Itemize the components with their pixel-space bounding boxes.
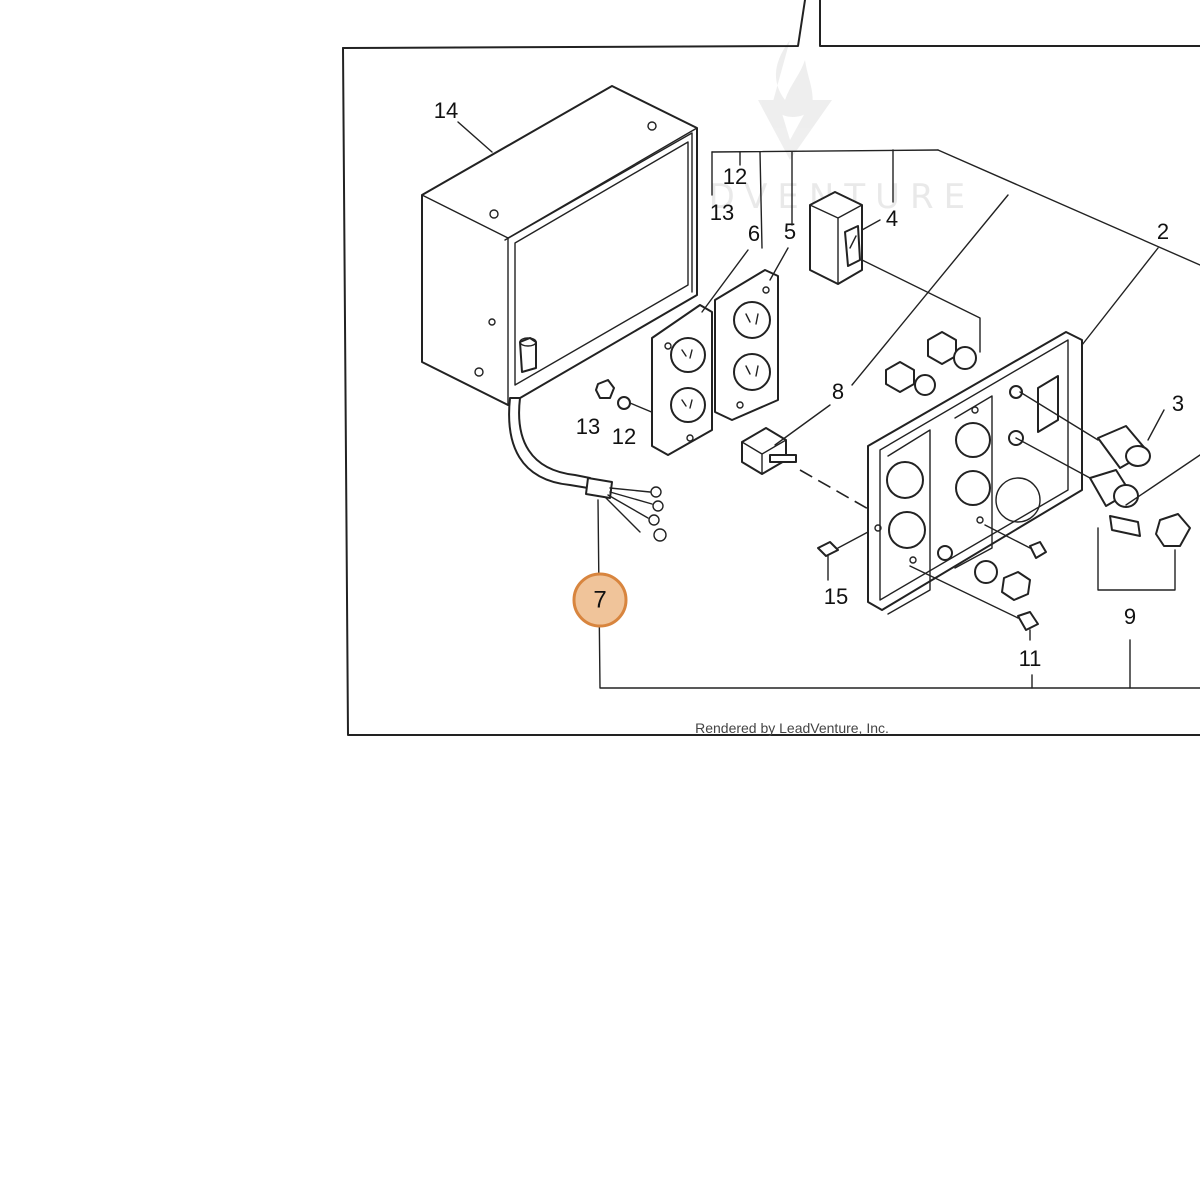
leader-7: [597, 499, 1200, 689]
leader-5: [769, 247, 789, 281]
label-12-top: 12: [723, 164, 747, 189]
label-7: 7: [593, 586, 606, 613]
receptacle-6: [651, 304, 713, 456]
label-8: 8: [832, 379, 844, 404]
label-9: 9: [1124, 604, 1136, 629]
receptacle-5: [714, 269, 779, 421]
screw-15: [817, 531, 869, 581]
label-5: 5: [784, 219, 796, 244]
label-14: 14: [434, 98, 458, 123]
control-panel: [867, 331, 1083, 615]
highlight-marker-7[interactable]: 7: [572, 572, 628, 628]
leader-2: [1081, 247, 1159, 346]
toggle-switch: [741, 427, 797, 475]
label-11: 11: [1019, 646, 1042, 671]
cable-assembly: [508, 397, 667, 542]
screw-11: [909, 565, 1039, 641]
label-2: 2: [1157, 219, 1169, 244]
label-13-mid: 13: [576, 414, 600, 439]
electrical-box: [421, 85, 698, 406]
label-12-mid: 12: [612, 424, 636, 449]
bracket-9: [1097, 527, 1176, 591]
fuse-holders: [1015, 391, 1191, 547]
label-6: 6: [748, 221, 760, 246]
leader-8: [774, 404, 831, 446]
label-3: 3: [1172, 391, 1184, 416]
leader-14: [457, 121, 493, 153]
leader-6: [701, 249, 749, 313]
leader-4: [861, 219, 881, 231]
leader-3b: [1125, 454, 1200, 506]
dash-4: [861, 259, 981, 353]
lower-nuts: [974, 524, 1047, 601]
frame: [342, 0, 1200, 736]
watermark-logo: [758, 40, 832, 160]
bracket-12-13: [711, 149, 1200, 266]
leader-8-up: [851, 194, 1009, 386]
panel-nuts: [885, 331, 977, 396]
label-4: 4: [886, 206, 898, 231]
label-15: 15: [824, 584, 848, 609]
credit-text: Rendered by LeadVenture, Inc.: [695, 720, 889, 736]
circuit-breaker: [809, 191, 863, 285]
label-13-top: 13: [710, 200, 734, 225]
leader-3: [1147, 409, 1165, 441]
dash-8: [799, 469, 871, 511]
